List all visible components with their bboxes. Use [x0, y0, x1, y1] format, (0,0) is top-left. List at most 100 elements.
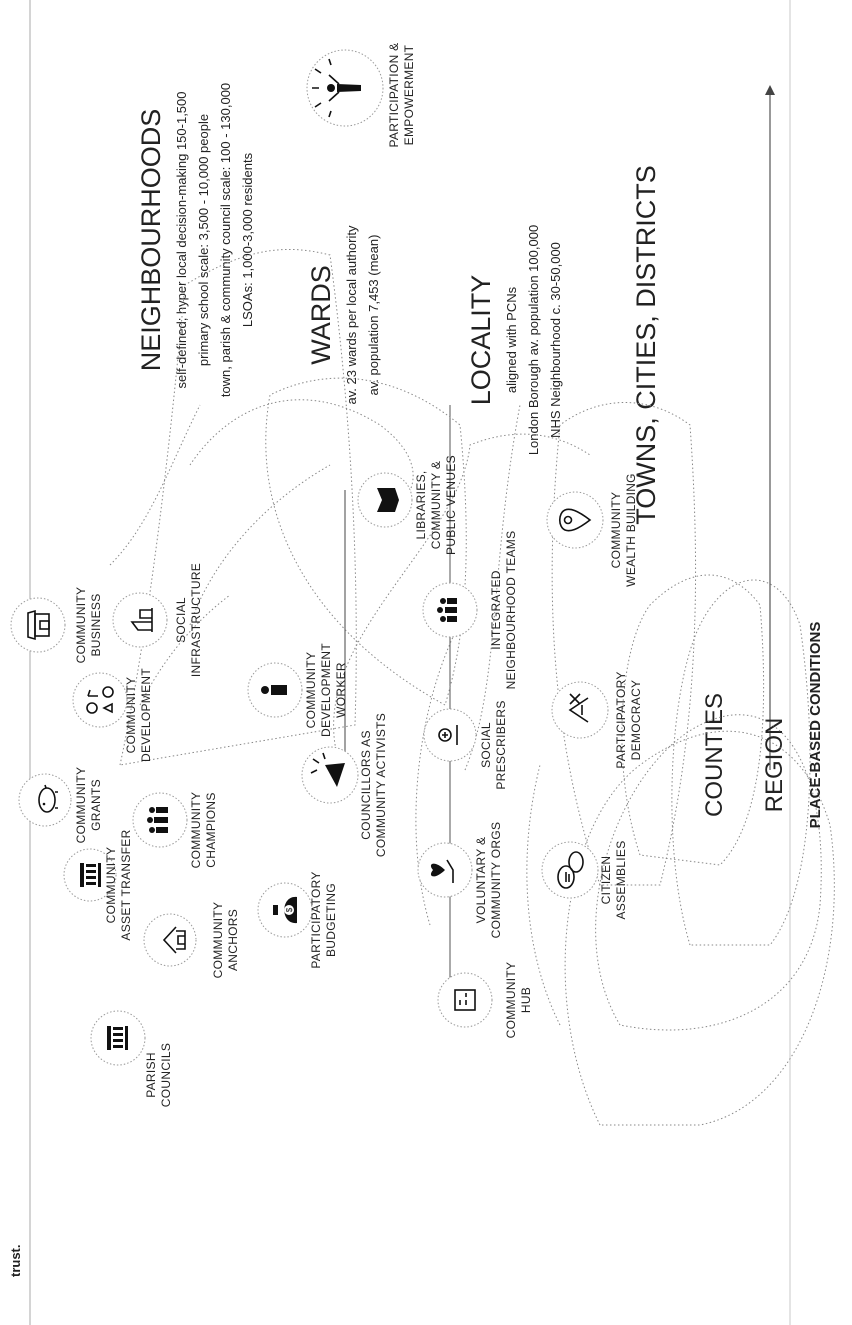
node-community-development-screen: COMMUNITY DEVELOPMENT: [72, 668, 153, 762]
svg-text:$: $: [285, 907, 294, 912]
councillors-activists-label-2: COMMUNITY ACTIVISTS: [374, 713, 388, 857]
community-grants-label-2: GRANTS: [89, 779, 103, 831]
community-development-label-2: DEVELOPMENT: [139, 668, 153, 762]
anchor-house-icon: [162, 926, 186, 954]
book-icon: [377, 488, 399, 512]
social-prescribers-label-1: SOCIAL: [479, 722, 493, 768]
community-wealth-label-2: WEALTH BUILDING: [624, 473, 638, 587]
community-champions-label-2: CHAMPIONS: [204, 792, 218, 867]
asset-transfer-label-2: ASSET TRANSFER: [119, 829, 133, 940]
counties-title: COUNTIES: [701, 693, 728, 817]
asset-transfer-label-1: COMMUNITY: [104, 847, 118, 924]
neighbourhoods-line-4: LSOAs: 1,000-3,000 residents: [240, 152, 255, 327]
megaphone-icon: [310, 752, 345, 787]
community-business-label-1: COMMUNITY: [74, 587, 88, 664]
councillors-activists-label-1: COUNCILLORS AS: [359, 730, 373, 840]
node-participatory-budgeting-screen: $ PARTICIPATORY BUDGETING: [257, 871, 338, 969]
person-icon: [261, 685, 287, 695]
node-councillors-activists-screen: COUNCILLORS AS COMMUNITY ACTIVISTS: [301, 713, 388, 857]
libraries-label-1: LIBRARIES,: [414, 470, 428, 539]
citizen-assemblies-label-1: CITIZEN: [599, 856, 613, 905]
scale-locality: LOCALITY aligned with PCNs London Boroug…: [466, 225, 563, 455]
prescription-icon: [438, 725, 458, 745]
community-grants-label-1: COMMUNITY: [74, 767, 88, 844]
node-participation-empowerment-screen: PARTICIPATION & EMPOWERMENT: [306, 43, 416, 148]
wards-line-2: av. population 7,453 (mean): [366, 235, 381, 396]
heart-hand-icon: [430, 859, 454, 883]
participation-label-1: PARTICIPATION &: [387, 43, 401, 148]
community-business-label-2: BUSINESS: [89, 593, 103, 656]
social-infrastructure-label-2: INFRASTRUCTURE: [189, 563, 203, 677]
participatory-budgeting-label-1: PARTICIPATORY: [309, 871, 323, 968]
voluntary-orgs-label-1: VOLUNTARY &: [474, 837, 488, 924]
money-bag-icon: $: [273, 896, 297, 924]
node-community-champions-screen: COMMUNITY CHAMPIONS: [132, 792, 218, 869]
social-infrastructure-label-1: SOCIAL: [174, 597, 188, 643]
node-parish-councils-screen: PARISH COUNCILS: [90, 1010, 173, 1107]
group-people-icon: [147, 807, 168, 833]
hub-building-icon: [454, 989, 476, 1011]
buildings-icon: [130, 608, 153, 632]
speech-bubbles-icon: [557, 851, 584, 889]
neighbourhoods-line-2: primary school scale: 3,500 - 10,000 peo…: [196, 114, 211, 366]
neighbourhoods-line-3: town, parish & community council scale: …: [218, 83, 233, 397]
activities-icon: [86, 686, 114, 714]
neighbourhoods-line-1: self-defined; hyper local decision-makin…: [174, 91, 189, 388]
node-libraries-screen: LIBRARIES, COMMUNITY & PUBLIC VENUES: [357, 455, 458, 555]
node-community-development-worker-screen: COMMUNITY DEVELOPMENT WORKER: [247, 643, 348, 737]
place-based-conditions-title: PLACE-BASED CONDITIONS: [807, 622, 824, 829]
scale-wards: WARDS av. 23 wards per local authority a…: [306, 225, 381, 404]
axis-arrowhead: [765, 85, 775, 95]
node-community-hub-screen: COMMUNITY HUB: [437, 962, 533, 1039]
node-integrated-teams-screen: INTEGRATED NEIGHBOURHOOD TEAMS: [422, 531, 518, 690]
participatory-democracy-label-1: PARTICIPATORY: [614, 671, 628, 768]
node-community-grants-screen: COMMUNITY GRANTS: [18, 767, 103, 844]
node-social-infrastructure-screen: SOCIAL INFRASTRUCTURE: [112, 563, 203, 677]
empowerment-icon: [312, 58, 361, 118]
piggy-bank-icon: [38, 784, 58, 813]
participatory-budgeting-label-2: BUDGETING: [324, 883, 338, 957]
cdw-label-2: DEVELOPMENT: [319, 643, 333, 737]
scale-neighbourhoods: NEIGHBOURHOODS self-defined; hyper local…: [136, 83, 255, 397]
region-title: REGION: [761, 718, 788, 813]
participation-label-2: EMPOWERMENT: [402, 44, 416, 145]
community-development-label-1: COMMUNITY: [124, 677, 138, 754]
community-champions-label-1: COMMUNITY: [189, 792, 203, 869]
towns-title: TOWNS, CITIES, DISTRICTS: [631, 165, 661, 525]
wards-title: WARDS: [306, 265, 336, 365]
node-community-asset-transfer-screen: COMMUNITY ASSET TRANSFER: [63, 829, 133, 941]
parish-councils-label-2: COUNCILS: [159, 1043, 173, 1107]
community-hub-label-2: HUB: [519, 987, 533, 1013]
parish-councils-label-1: PARISH: [144, 1052, 158, 1098]
community-anchors-label-1: COMMUNITY: [211, 902, 225, 979]
team-icon: [437, 598, 457, 622]
locality-line-3: NHS Neighbourhood c. 30-50,000: [548, 242, 563, 438]
header-fragment: trust.: [8, 1245, 23, 1278]
voluntary-orgs-label-2: COMMUNITY ORGS: [489, 822, 503, 939]
locality-title: LOCALITY: [466, 275, 496, 406]
cdw-label-1: COMMUNITY: [304, 652, 318, 729]
node-community-anchors-screen: COMMUNITY ANCHORS: [143, 902, 240, 979]
participatory-democracy-label-2: DEMOCRACY: [629, 680, 643, 761]
location-pin-icon: [558, 508, 592, 532]
neighbourhoods-title: NEIGHBOURHOODS: [136, 109, 166, 372]
locality-line-1: aligned with PCNs: [504, 286, 519, 393]
locality-line-2: London Borough av. population 100,000: [526, 225, 541, 455]
node-participatory-democracy-screen: PARTICIPATORY DEMOCRACY: [551, 671, 643, 769]
town-hall-icon: [107, 1026, 128, 1050]
community-hub-label-1: COMMUNITY: [504, 962, 518, 1039]
cdw-label-3: WORKER: [334, 662, 348, 718]
node-community-business-screen: COMMUNITY BUSINESS: [10, 587, 103, 664]
shopfront-icon: [27, 609, 50, 641]
social-prescribers-label-2: PRESCRIBERS: [494, 700, 508, 789]
integrated-teams-label-1: INTEGRATED: [489, 570, 503, 649]
libraries-label-3: PUBLIC VENUES: [444, 455, 458, 555]
node-community-wealth-screen: COMMUNITY WEALTH BUILDING: [546, 473, 638, 587]
node-voluntary-orgs-screen: VOLUNTARY & COMMUNITY ORGS: [417, 822, 503, 939]
scale-outlines: [109, 248, 835, 1126]
community-wealth-label-1: COMMUNITY: [609, 492, 623, 569]
integrated-teams-label-2: NEIGHBOURHOOD TEAMS: [504, 531, 518, 690]
voting-icon: [568, 693, 589, 723]
